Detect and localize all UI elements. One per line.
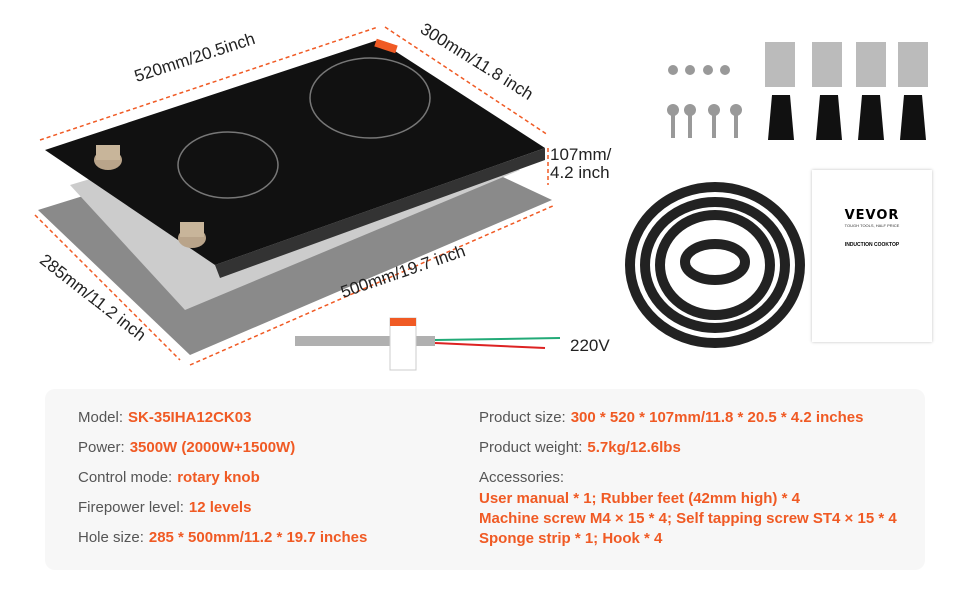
glass-top (45, 40, 545, 265)
spec-power: Power:3500W (2000W+1500W) (78, 439, 296, 456)
rubber-feet-icons (768, 95, 926, 140)
cooktop-illustration (34, 26, 928, 371)
spec-weight: Product weight:5.7kg/12.6lbs (479, 439, 681, 456)
knob-icon (178, 222, 206, 248)
spec-firepower: Firepower level:12 levels (78, 499, 252, 516)
accessory-line: User manual * 1; Rubber feet (42mm high)… (479, 490, 800, 507)
knob-icon (94, 145, 122, 170)
power-cable (295, 336, 435, 346)
height-label-1: 107mm/ (550, 145, 612, 164)
height-label-2: 4.2 inch (550, 163, 610, 182)
manual-tagline: TOUGH TOOLS, HALF PRICE (844, 223, 900, 228)
sponge-strip (625, 182, 805, 348)
spec-control: Control mode:rotary knob (78, 469, 260, 486)
manual-title: INDUCTION COOKTOP (844, 242, 900, 248)
accessory-line: Sponge strip * 1; Hook * 4 (479, 530, 663, 547)
burner-large (309, 57, 431, 139)
spec-panel: Model:SK-35IHA12CK03 Power:3500W (2000W+… (45, 389, 925, 570)
brand-logo (374, 38, 398, 54)
spec-hole-size: Hole size:285 * 500mm/11.2 * 19.7 inches (78, 529, 368, 546)
accessory-line: Machine screw M4 × 15 * 4; Self tapping … (479, 510, 897, 527)
spec-product-size: Product size:300 * 520 * 107mm/11.8 * 20… (479, 409, 864, 426)
accessories-label: Accessories: (479, 469, 565, 486)
manual-logo: VEVOR (844, 208, 900, 223)
voltage-label: 220V (570, 336, 610, 355)
user-manual: VEVOR TOUGH TOOLS, HALF PRICE INDUCTION … (812, 170, 932, 342)
spec-model: Model:SK-35IHA12CK03 (78, 409, 252, 426)
screw-icons (667, 65, 742, 138)
burner-small (177, 131, 279, 199)
hook-icons (765, 42, 928, 87)
warning-tag (389, 317, 417, 371)
